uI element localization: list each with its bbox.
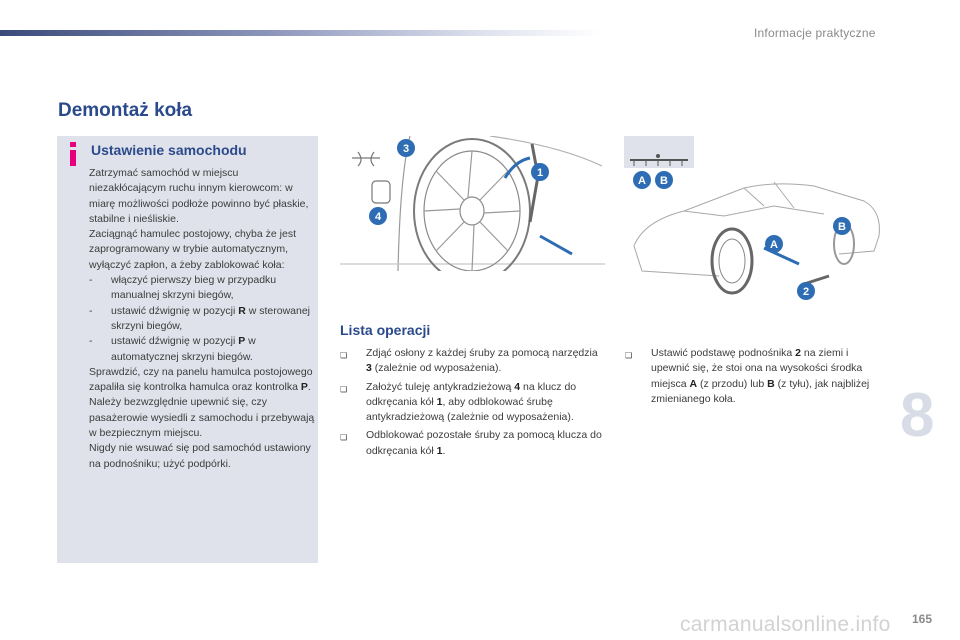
car-illustration: A B B A 2: [624, 136, 880, 300]
callout-2: 2: [797, 282, 815, 300]
operations-title: Lista operacji: [340, 322, 431, 338]
chapter-number: 8: [900, 381, 935, 450]
wheel-illustration: 3 4 1: [340, 136, 605, 271]
operations-list: ❏ Zdjąć osłony z każdej śruby za pomocą …: [340, 346, 602, 462]
operation-item: ❏ Założyć tuleję antykradzieżową 4 na kl…: [340, 380, 602, 426]
info-dash-item: -ustawić dźwignię w pozycji R w sterowan…: [89, 304, 311, 332]
svg-text:B: B: [660, 175, 668, 187]
info-dash-item: -ustawić dźwignię w pozycji P w automaty…: [89, 335, 256, 363]
checkbox-bullet-icon: ❏: [625, 351, 633, 360]
info-paragraph: Sprawdzić, czy na panelu hamulca postojo…: [89, 365, 313, 394]
callout-4: 4: [369, 207, 387, 225]
info-box-title: Ustawienie samochodu: [91, 142, 247, 158]
callout-b: B: [833, 217, 851, 235]
info-paragraph: Należy bezwzględnie upewnić się, czy pas…: [89, 396, 315, 440]
info-box: Ustawienie samochodu Zatrzymać samochód …: [57, 136, 318, 563]
callout-a-top: A: [633, 171, 651, 189]
operations-list-2: ❏ Ustawić podstawę podnośnika 2 na ziemi…: [625, 346, 883, 410]
operation-item: ❏ Zdjąć osłony z każdej śruby za pomocą …: [340, 346, 602, 377]
checkbox-bullet-icon: ❏: [340, 433, 348, 443]
info-paragraph: Nigdy nie wsuwać się pod samochód ustawi…: [89, 442, 311, 470]
page-number: 165: [912, 612, 933, 626]
callout-1: 1: [531, 163, 549, 181]
svg-text:1: 1: [537, 167, 543, 179]
checkbox-bullet-icon: ❏: [340, 351, 348, 360]
info-paragraph: Zaciągnąć hamulec postojowy, chyba że je…: [89, 228, 296, 271]
operation-item: ❏ Odblokować pozostałe śruby za pomocą k…: [340, 428, 602, 459]
svg-text:2: 2: [803, 286, 809, 298]
watermark: carmanualsonline.info: [680, 613, 891, 636]
section-header: Informacje praktyczne: [754, 26, 876, 40]
header-bar: [0, 30, 600, 36]
svg-text:B: B: [838, 221, 846, 233]
info-paragraph: Zatrzymać samochód w miejscu niezakłócaj…: [89, 167, 309, 225]
checkbox-bullet-icon: ❏: [340, 384, 348, 394]
svg-text:4: 4: [375, 211, 382, 223]
operation-item: ❏ Ustawić podstawę podnośnika 2 na ziemi…: [625, 346, 883, 407]
svg-text:A: A: [770, 239, 778, 251]
page-title: Demontaż koła: [58, 100, 193, 121]
callout-3: 3: [397, 139, 415, 157]
info-icon: [70, 142, 76, 166]
info-box-body: Zatrzymać samochód w miejscu niezakłócaj…: [89, 166, 315, 472]
svg-text:3: 3: [403, 143, 409, 155]
callout-b-top: B: [655, 171, 673, 189]
info-dash-item: -włączyć pierwszy bieg w przypadku manua…: [89, 274, 277, 302]
callout-a: A: [765, 235, 783, 253]
svg-text:A: A: [638, 175, 646, 187]
